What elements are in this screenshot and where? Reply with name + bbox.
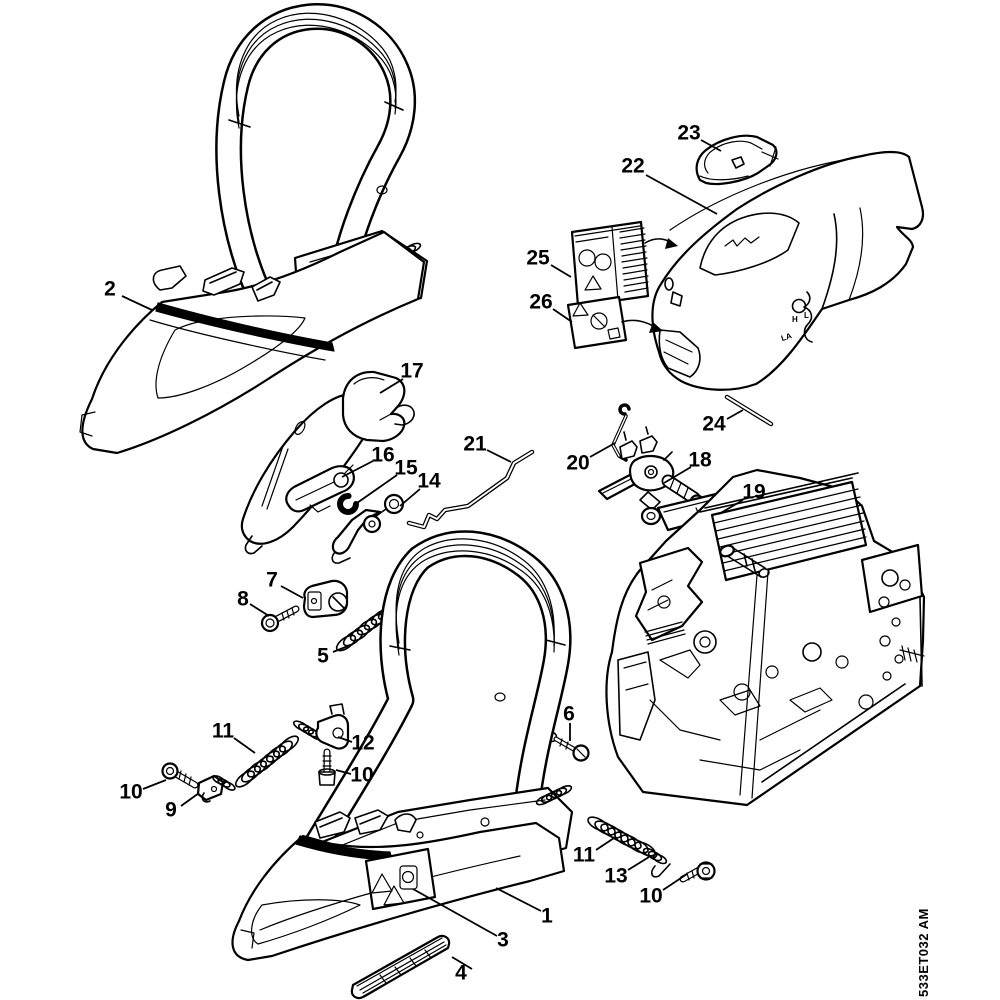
callout-leader-10 <box>335 769 352 775</box>
callout-leader-21 <box>486 449 512 463</box>
switch-shaft-18 <box>597 426 705 511</box>
callout-leader-12 <box>337 736 353 743</box>
callout-leader-2 <box>121 295 153 311</box>
callout-leader-26 <box>552 308 573 323</box>
spring-hook-13 <box>642 847 671 878</box>
callout-leader-10 <box>142 779 167 790</box>
spring-11-left <box>235 735 299 788</box>
wire-24 <box>724 394 774 427</box>
callout-leader-8 <box>249 603 270 617</box>
callout-number-11: 11 <box>212 720 235 743</box>
callout-leader-15 <box>356 474 398 504</box>
spring-11-right <box>587 816 656 857</box>
callout-leader-5 <box>332 643 354 653</box>
interlock-lever-16 <box>285 464 355 513</box>
callout-number-12: 12 <box>351 732 374 755</box>
callout-leader-10 <box>662 873 688 891</box>
callout-number-11: 11 <box>573 844 596 867</box>
label-26-arrow <box>621 319 657 329</box>
callout-leader-7 <box>280 585 304 599</box>
cover-marking-la: LA <box>780 331 793 343</box>
callout-number-9: 9 <box>165 799 177 822</box>
callout-leader-14 <box>399 488 421 507</box>
callout-number-10: 10 <box>119 781 142 804</box>
throttle-trigger-14 <box>331 493 405 564</box>
callout-leader-20 <box>589 442 616 458</box>
handle-frame-assembly-top <box>79 3 429 455</box>
information-label <box>570 220 678 308</box>
callout-number-7: 7 <box>266 569 278 592</box>
grip-texture <box>389 538 566 656</box>
callout-number-2: 2 <box>104 278 116 301</box>
callout-leader-13 <box>627 856 650 871</box>
callout-number-26: 26 <box>529 291 552 314</box>
callout-leader-16 <box>341 460 374 478</box>
screw-10-left <box>161 762 199 789</box>
engine-assembly <box>605 468 926 807</box>
screw-6 <box>546 731 590 762</box>
elbow-connector-12 <box>292 703 350 750</box>
callout-leader-4 <box>451 956 473 970</box>
callout-number-22: 22 <box>621 155 644 178</box>
callout-number-23: 23 <box>677 122 700 145</box>
callout-leader-19 <box>718 499 744 515</box>
callout-number-4: 4 <box>455 962 467 985</box>
callout-number-24: 24 <box>702 413 726 436</box>
callout-number-16: 16 <box>371 444 394 467</box>
grip-texture <box>228 12 404 129</box>
cylinder-fins <box>699 472 868 582</box>
grip-pad-4 <box>350 934 451 1000</box>
callout-leader-25 <box>550 264 572 278</box>
handle-moulding-clips <box>152 265 281 302</box>
cover-marking-h: H <box>792 315 798 324</box>
callout-leader-22 <box>645 174 718 215</box>
screw-10-bottom <box>679 861 716 883</box>
callout-number-14: 14 <box>417 470 441 493</box>
callout-number-1: 1 <box>541 905 553 928</box>
wire-21 <box>406 449 535 530</box>
mounted-spring <box>535 784 573 806</box>
callout-number-10: 10 <box>350 764 373 787</box>
callout-leader-18 <box>663 466 692 484</box>
callout-number-15: 15 <box>394 457 418 480</box>
shroud-cover: H L LA <box>651 150 925 391</box>
screw-8 <box>260 605 300 633</box>
diagram-code: 533ET032 AM <box>916 908 931 997</box>
callout-leader-17 <box>379 378 404 394</box>
callout-leader-9 <box>180 792 200 807</box>
callout-leader-1 <box>495 887 542 912</box>
safety-label-3 <box>364 847 437 911</box>
throttle-trigger-handle-17 <box>240 370 415 555</box>
callout-number-21: 21 <box>463 433 487 456</box>
callout-leader-23 <box>700 139 722 152</box>
callout-number-25: 25 <box>526 247 550 270</box>
adjusting-plug-7 <box>302 579 349 619</box>
callout-number-17: 17 <box>400 360 423 383</box>
callout-leader-24 <box>726 409 744 420</box>
callout-number-20: 20 <box>566 452 589 475</box>
spark-plug <box>719 544 770 578</box>
callout-number-19: 19 <box>742 481 765 504</box>
callout-number-18: 18 <box>688 449 712 472</box>
clamp-9 <box>196 774 236 803</box>
callout-leader-11 <box>233 737 256 754</box>
callout-number-8: 8 <box>237 588 249 611</box>
callout-number-5: 5 <box>317 645 329 668</box>
callout-number-13: 13 <box>604 865 627 888</box>
starter-grip-lever <box>695 134 779 186</box>
screw-10-right <box>318 748 336 786</box>
callout-leader-11 <box>595 837 615 851</box>
callout-leader-3 <box>412 888 498 937</box>
retaining-clip-15 <box>337 493 359 515</box>
cover-marking-l: L <box>804 311 809 320</box>
handle-moulding-clips <box>314 809 417 839</box>
callout-number-6: 6 <box>563 703 575 726</box>
warning-label-small <box>566 295 663 350</box>
callout-number-10: 10 <box>639 885 662 908</box>
callout-number-3: 3 <box>497 929 509 952</box>
